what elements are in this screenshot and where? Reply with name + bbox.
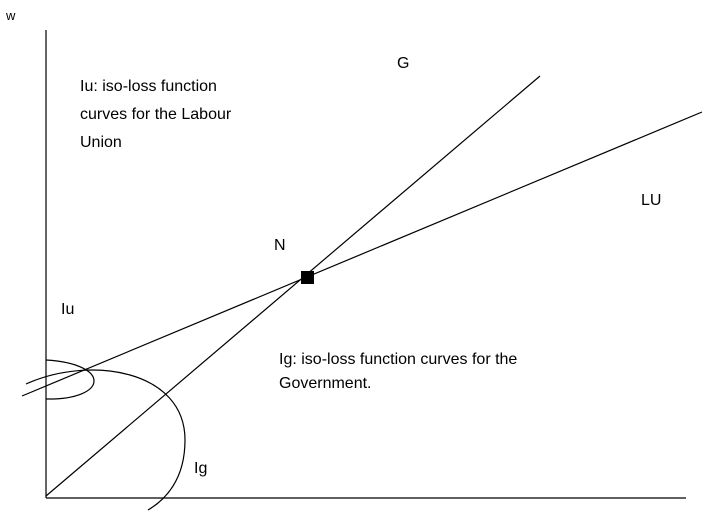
iu-note-line-2: curves for the Labour (80, 106, 232, 123)
ig-curve-label: Ig (194, 460, 207, 477)
iu-note-line-3: Union (80, 134, 122, 151)
government-line-g (45, 75, 541, 497)
union-line-lu (21, 111, 702, 397)
iu-note-line-1: Iu: iso-loss function (80, 78, 217, 95)
curve-g-label: G (397, 55, 409, 72)
iu-iso-loss-curve (45, 359, 95, 400)
ig-note-line-2: Government. (279, 375, 371, 392)
ig-iso-loss-curve (25, 369, 186, 511)
point-n-label: N (274, 237, 286, 254)
nash-equilibrium-point (301, 271, 314, 284)
y-axis-label: w (5, 8, 16, 23)
curve-lu-label: LU (641, 192, 661, 209)
ig-note-line-1: Ig: iso-loss function curves for the (279, 351, 517, 368)
iu-curve-label: Iu (61, 301, 74, 318)
